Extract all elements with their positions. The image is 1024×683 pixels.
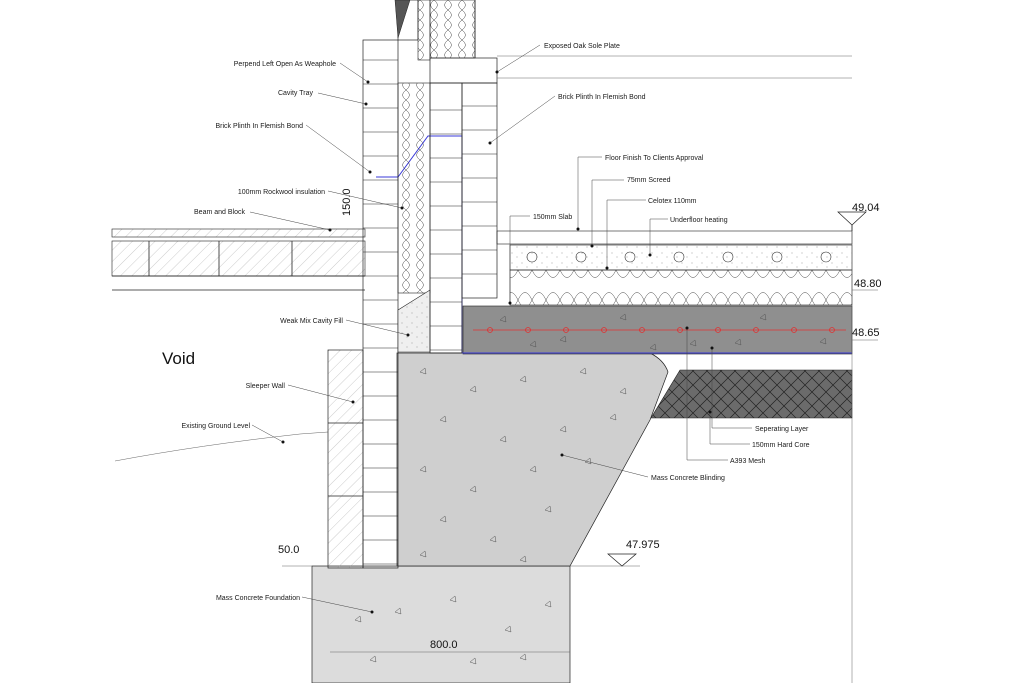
level-marker-ffl: 49.04 <box>837 202 880 231</box>
dim-150-text: 150.0 <box>341 188 353 216</box>
timber-frame-wall <box>394 0 852 84</box>
inner-brick-leaf <box>429 82 463 354</box>
brick-plinth-right <box>461 82 498 299</box>
label-mass-blinding: Mass Concrete Blinding <box>651 475 725 482</box>
level-marker-47975: 47.975 <box>607 539 660 567</box>
label-mass-foundation: Mass Concrete Foundation <box>216 595 300 602</box>
screed-layer <box>509 244 853 271</box>
dim-800-text: 800.0 <box>430 639 458 651</box>
label-exposed-oak: Exposed Oak Sole Plate <box>544 43 620 50</box>
mass-concrete-foundation <box>311 565 571 683</box>
underfloor-heating-pipes <box>526 251 832 263</box>
label-hard-core: 150mm Hard Core <box>752 442 810 449</box>
label-cavity-tray: Cavity Tray <box>278 90 314 97</box>
label-celotex: Celotex 110mm <box>648 198 697 205</box>
existing-ground-line <box>114 431 329 462</box>
level-4880-text: 48.80 <box>854 278 882 290</box>
label-existing-ground: Existing Ground Level <box>182 423 251 430</box>
floor-finish <box>496 230 853 245</box>
outer-brick-leaf <box>362 39 399 569</box>
label-beam-block: Beam and Block <box>194 209 245 216</box>
void-label: Void <box>162 349 195 368</box>
label-sleeper-wall: Sleeper Wall <box>246 383 286 390</box>
label-floor-finish: Floor Finish To Clients Approval <box>605 155 704 162</box>
rockwool-cavity-insulation <box>397 82 431 294</box>
label-brick-plinth-left: Brick Plinth In Flemish Bond <box>215 123 303 130</box>
dim-50-text: 50.0 <box>278 544 299 556</box>
sleeper-wall <box>327 349 364 569</box>
mass-concrete-blinding <box>396 352 669 567</box>
level-4865-text: 48.65 <box>852 327 880 339</box>
label-a393: A393 Mesh <box>730 458 766 465</box>
celotex-insulation <box>509 269 853 306</box>
label-separating-layer: Seperating Layer <box>755 426 809 433</box>
level-ffl-text: 49.04 <box>852 202 880 214</box>
label-weak-mix: Weak Mix Cavity Fill <box>280 318 343 325</box>
label-slab: 150mm Slab <box>533 214 572 221</box>
dpm-membrane <box>376 135 852 354</box>
label-rockwool: 100mm Rockwool insulation <box>238 189 325 196</box>
beam-and-block-floor <box>111 228 366 291</box>
ufh-pipes <box>487 327 835 333</box>
label-screed: 75mm Screed <box>627 177 671 184</box>
label-brick-plinth-right: Brick Plinth In Flemish Bond <box>558 94 646 101</box>
label-underfloor: Underfloor heating <box>670 217 728 224</box>
leader-lines <box>249 44 752 614</box>
label-perpend: Perpend Left Open As Weaphole <box>234 61 336 68</box>
level-47975-text: 47.975 <box>626 539 660 551</box>
